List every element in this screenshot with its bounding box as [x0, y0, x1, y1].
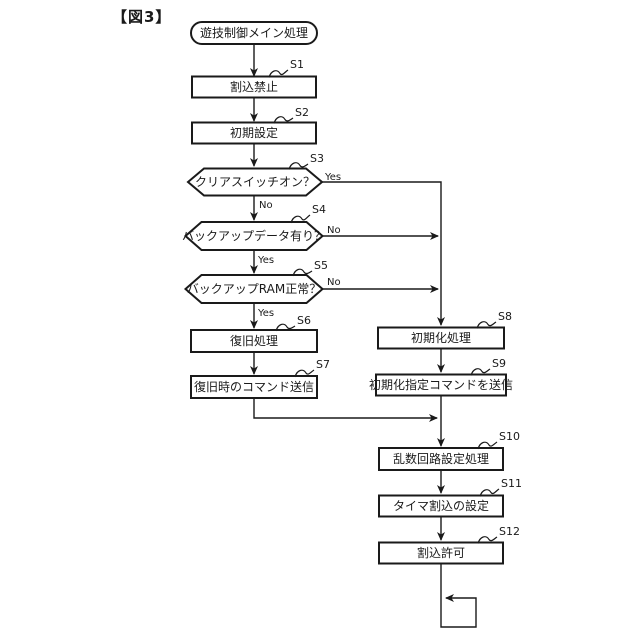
node-s12-process: [378, 541, 504, 565]
step-ref-s2: S2: [295, 106, 309, 119]
step-ref-s4: S4: [312, 203, 326, 216]
step-ref-s1: S1: [290, 58, 304, 71]
step-ref-s7: S7: [316, 358, 330, 371]
branch-label-no-s5-no-join: No: [327, 277, 341, 288]
step-ref-s10: S10: [499, 430, 520, 443]
edge-s12-loop: [440, 564, 477, 628]
step-ref-leader-s6: [275, 323, 296, 332]
branch-label-yes-s4-yes-s5: Yes: [257, 255, 274, 266]
edge-s3-yes-s8: [322, 181, 445, 326]
node-s2-label: 初期設定: [230, 125, 278, 140]
step-ref-s9: S9: [492, 357, 506, 370]
step-ref-leader-s2: [273, 116, 294, 124]
step-ref-leader-s12: [477, 536, 498, 544]
node-s10-process: [378, 447, 504, 471]
step-ref-leader-s1: [268, 69, 289, 78]
node-s6-process: [190, 329, 318, 353]
node-s10-label: 乱数回路設定処理: [393, 451, 489, 466]
node-s3-label: クリアスイッチオン？: [195, 175, 315, 189]
step-ref-s11: S11: [501, 477, 522, 490]
node-s9-process: [375, 373, 507, 397]
node-s5-decision: [183, 274, 325, 304]
branch-label-no-s3-no-s4: No: [259, 200, 273, 211]
step-ref-s12: S12: [499, 525, 520, 538]
node-s8-label: 初期化処理: [411, 331, 471, 345]
step-ref-leader-s9: [470, 368, 491, 376]
step-ref-leader-s8: [476, 321, 497, 329]
node-s1-process: [191, 75, 317, 99]
node-s12-label: 割込許可: [417, 545, 465, 560]
step-ref-leader-s7: [294, 369, 315, 378]
step-ref-s6: S6: [297, 314, 311, 327]
node-s11-process: [378, 494, 504, 518]
step-ref-leader-s3: [288, 162, 309, 170]
branch-label-yes-s5-yes-s6: Yes: [257, 308, 274, 319]
node-s6-label: 復旧処理: [230, 333, 278, 348]
node-s7-process: [190, 375, 318, 399]
step-ref-leader-s10: [477, 441, 498, 450]
step-ref-leader-s11: [479, 488, 500, 497]
branch-label-no-s4-no-join: No: [327, 225, 341, 236]
node-s4-decision: [183, 221, 325, 251]
node-start-terminal: [190, 21, 318, 45]
step-ref-leader-s5: [292, 268, 313, 277]
step-ref-s5: S5: [314, 259, 328, 272]
node-s4-label: バックアップデータ有り？: [182, 228, 326, 243]
node-s9-label: 初期化指定コマンドを送信: [369, 377, 513, 392]
node-start-label: 遊技制御メイン処理: [200, 25, 308, 40]
figure-number-label: 【図3】: [112, 8, 172, 26]
node-s3-decision: [186, 167, 324, 197]
node-s5-label: バックアップRAM正常？: [187, 282, 321, 296]
node-s2-process: [191, 121, 317, 145]
step-ref-s8: S8: [498, 310, 512, 323]
edge-s7-join: [253, 398, 438, 422]
step-ref-s3: S3: [310, 152, 324, 165]
node-s1-label: 割込禁止: [230, 79, 278, 94]
node-s7-label: 復旧時のコマンド送信: [194, 379, 314, 394]
node-s11-label: タイマ割込の設定: [393, 498, 489, 513]
node-s8-process: [377, 326, 505, 350]
branch-label-yes-s3-yes-s8: Yes: [324, 172, 341, 183]
step-ref-leader-s4: [290, 214, 311, 224]
